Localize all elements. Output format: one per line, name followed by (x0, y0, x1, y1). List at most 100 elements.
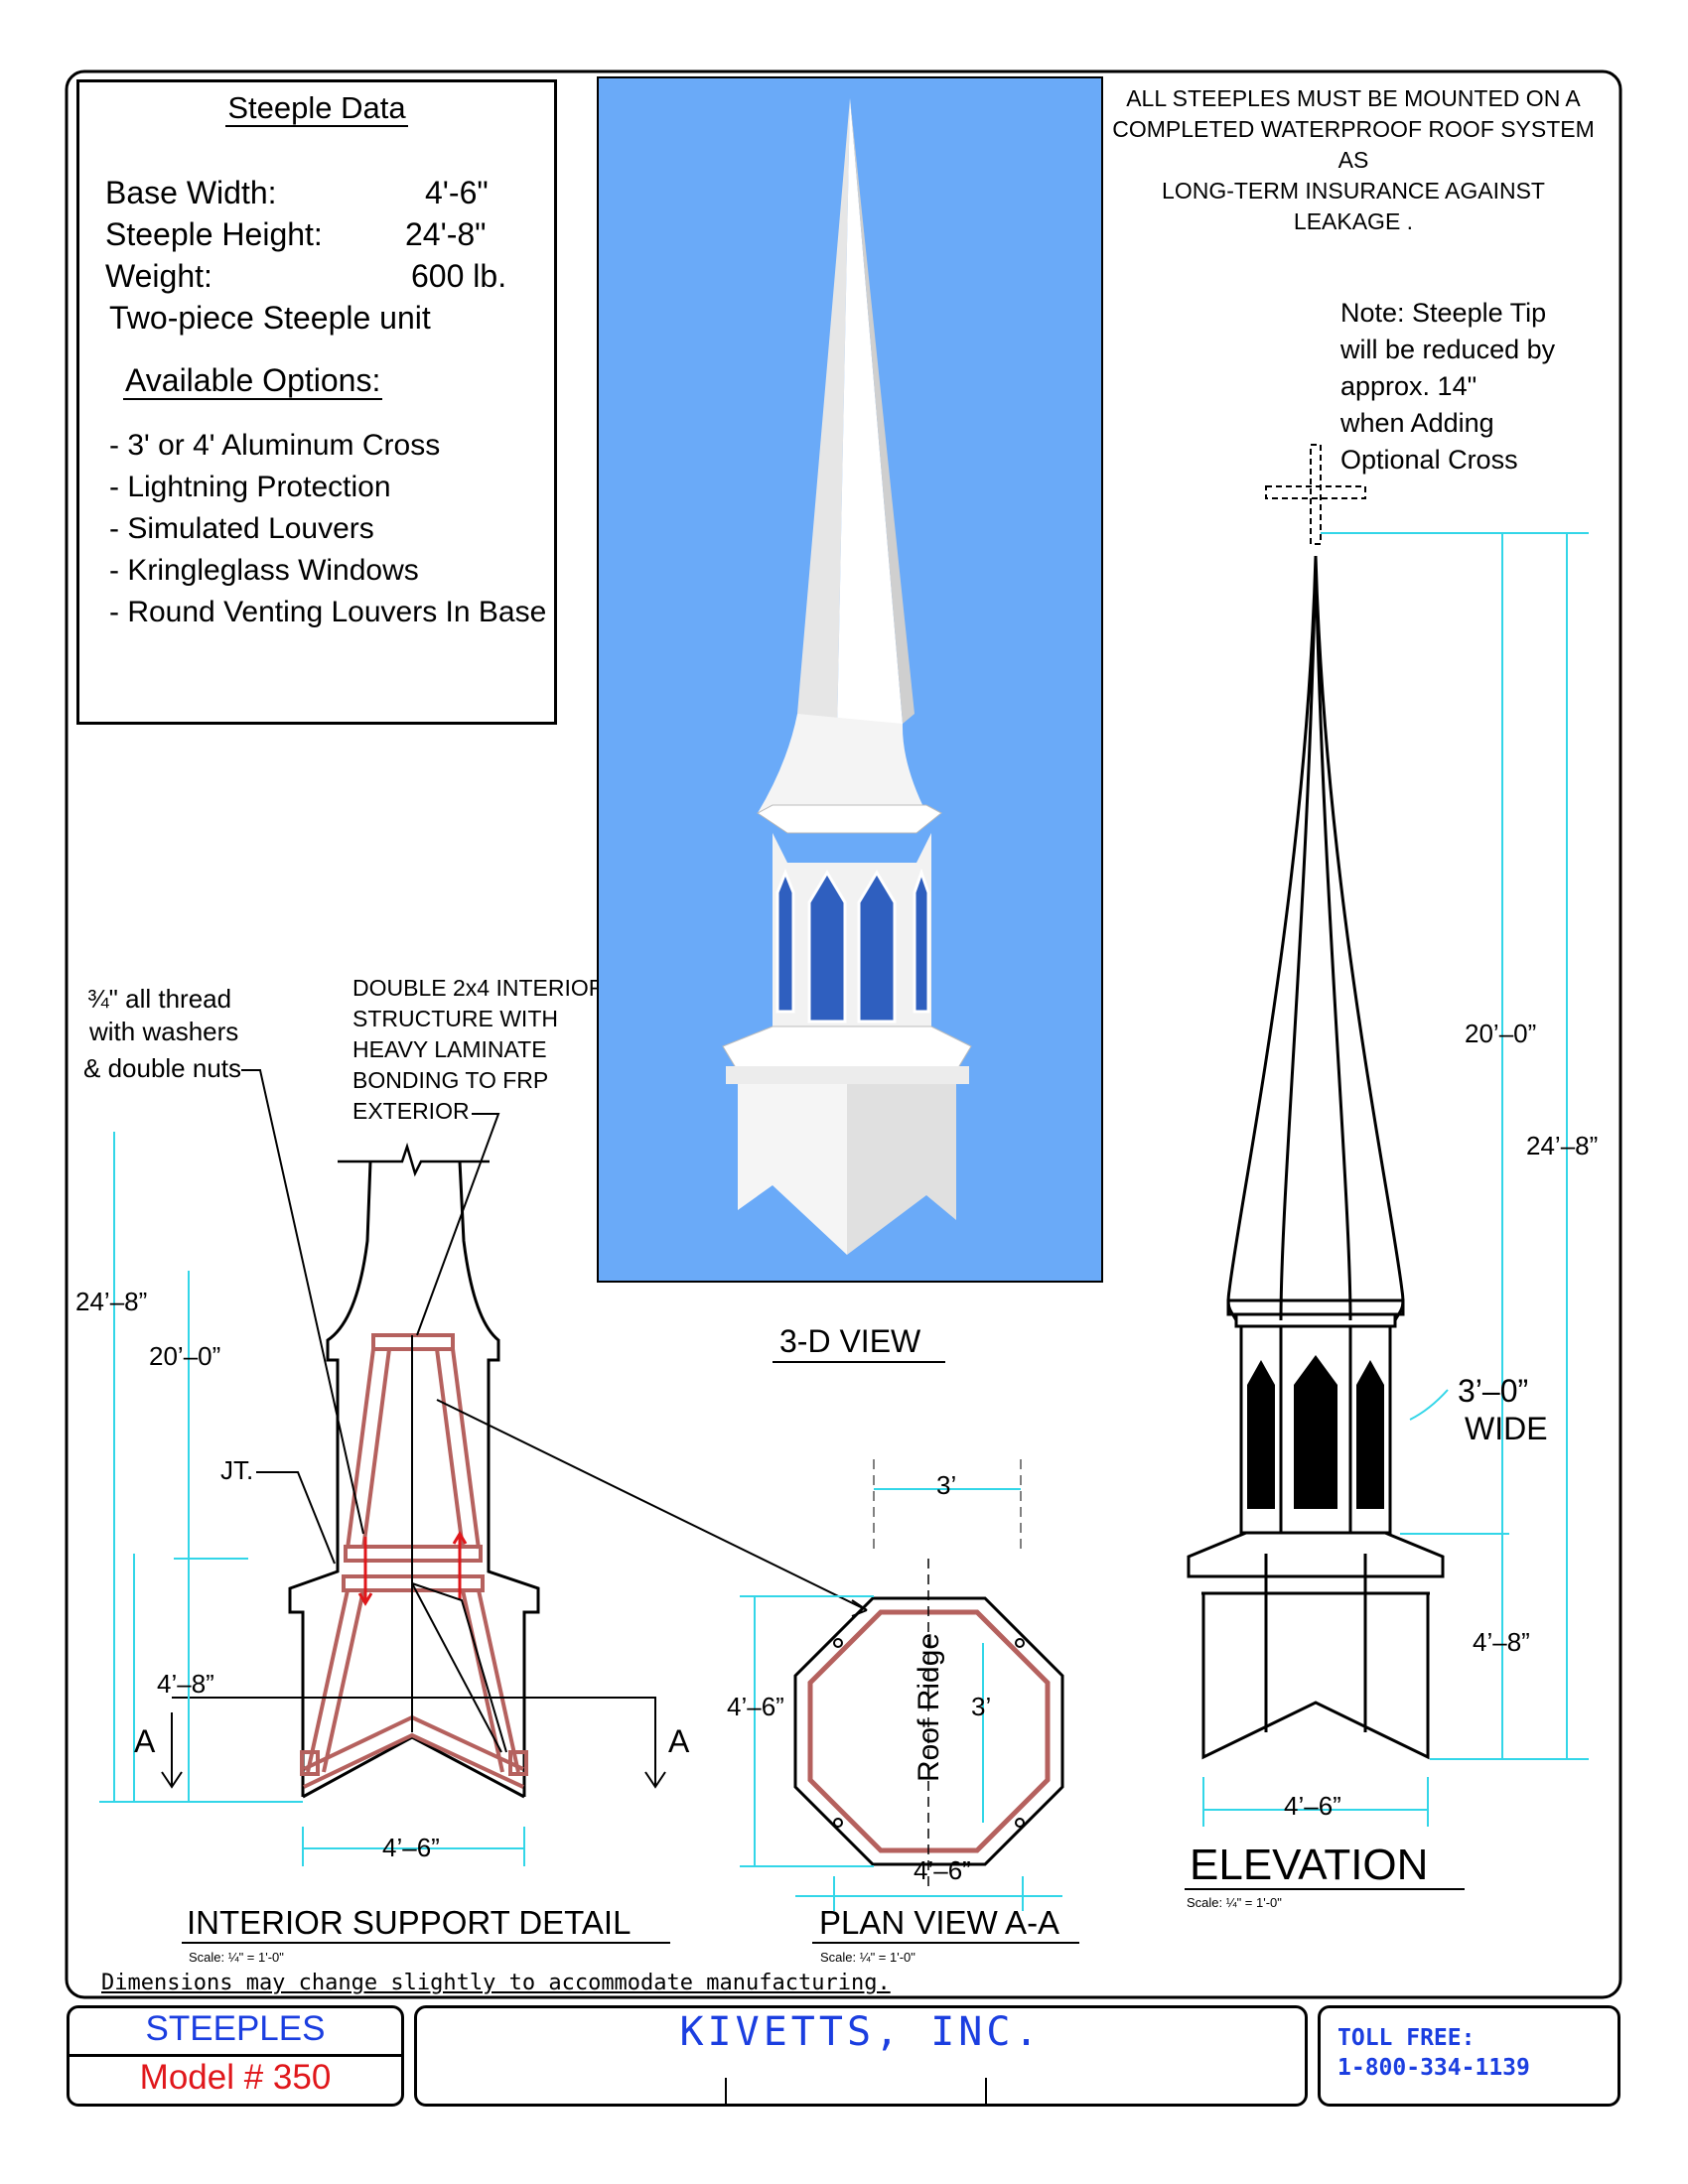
thread-callout-3: & double nuts (83, 1053, 241, 1083)
steeple-3d-illustration (722, 98, 972, 1255)
spec-weight: Weight: 600 lb. (105, 255, 542, 297)
option-item: - Simulated Louvers (109, 512, 374, 545)
tip-note-line-1: Note: Steeple Tip (1340, 298, 1547, 328)
roof-note-line-3: LONG-TERM INSURANCE AGAINST LEAKAGE . (1162, 178, 1545, 234)
elevation-title: ELEVATION (1190, 1841, 1428, 1889)
thread-callout-1: ¾" all thread (87, 984, 231, 1014)
category-label: STEEPLES (145, 2009, 326, 2048)
plan-dimensions (740, 1459, 1062, 1911)
elevation-view (1187, 444, 1589, 1827)
elev-dim-width: 4’–6” (1284, 1791, 1341, 1821)
belfry-body (773, 833, 931, 1046)
option-item: - Kringleglass Windows (109, 554, 419, 587)
tip-note-line-5: Optional Cross (1340, 445, 1518, 475)
plan-leader (436, 1399, 868, 1611)
structure-callout-2: STRUCTURE WITH (352, 1006, 558, 1031)
elev-dim-wide-1: 3’–0” (1458, 1373, 1528, 1409)
elevation-belfry (1187, 1298, 1445, 1595)
option-item: - Round Venting Louvers In Base (109, 596, 547, 628)
spec-label: Weight: (105, 258, 212, 294)
interior-dimensions (99, 1132, 525, 1866)
phone-number[interactable]: 1-800-334-1139 (1337, 2055, 1530, 2081)
elevation-base (1201, 1554, 1430, 1760)
spec-label: Base Width: (105, 175, 277, 210)
section-a-right: A (668, 1723, 690, 1759)
roof-note-line-2: COMPLETED WATERPROOF ROOF SYSTEM AS (1112, 116, 1595, 173)
elev-dim-upper: 20’–0” (1465, 1019, 1536, 1048)
tip-note-line-3: approx. 14" (1340, 371, 1477, 401)
elevation-dimensions (1202, 532, 1589, 1827)
spire-flare (758, 714, 926, 813)
structure-callout-3: HEAVY LAMINATE (352, 1036, 547, 1062)
footer-contact-box (1318, 2005, 1620, 2107)
elev-dim-wide-2: WIDE (1465, 1411, 1548, 1446)
interior-dim-upper: 20’–0” (149, 1341, 220, 1371)
section-a-left: A (134, 1723, 156, 1759)
company-name: KIVETTS, INC. (679, 2009, 1043, 2055)
option-item: - Lightning Protection (109, 471, 391, 503)
jt-leader (256, 1471, 336, 1565)
elev-dim-base: 4’–8” (1473, 1627, 1530, 1657)
base-right (847, 1084, 956, 1255)
spire-right (837, 98, 903, 734)
lower-cornice (722, 1025, 972, 1072)
interior-structure-lines (411, 1335, 507, 1753)
spec-steeple-height: Steeple Height: 24'-8" (105, 213, 542, 255)
spire-far (850, 98, 914, 724)
upper-cornice (757, 804, 942, 834)
tip-note-line-2: will be reduced by (1340, 335, 1556, 364)
plan-octagon-frame (807, 1609, 1051, 1853)
plan-dim-top: 3’ (936, 1470, 956, 1500)
thread-callout-2: with washers (88, 1017, 238, 1046)
inner-frame (300, 1333, 528, 1789)
section-line (161, 1697, 666, 1789)
plan-title: PLAN VIEW A-A (819, 1904, 1059, 1941)
spire-left (797, 98, 850, 734)
interior-scale: Scale: ¼" = 1'-0" (189, 1950, 284, 1965)
plan-dim-inner: 3’ (971, 1692, 991, 1721)
drawing-border (65, 69, 1622, 1999)
disclaimer: Dimensions may change slightly to accomm… (101, 1971, 891, 1995)
footer-model-divider (67, 2054, 404, 2057)
steeple-data-box: Steeple Data Base Width: 4'-6" Steeple H… (76, 79, 557, 725)
plan-dim-bottom: 4’–6” (914, 1855, 971, 1885)
belfry-windows (775, 868, 930, 1024)
spec-value: 600 lb. (411, 258, 507, 294)
option-item: - 3' or 4' Aluminum Cross (109, 429, 441, 462)
spec-label: Steeple Height: (105, 216, 323, 252)
lower-cornice-band (726, 1066, 969, 1084)
elevation-windows (1247, 1355, 1384, 1509)
interior-title: INTERIOR SUPPORT DETAIL (187, 1904, 631, 1941)
steeple-data-title: Steeple Data (225, 90, 408, 127)
interior-dim-width: 4’–6” (382, 1833, 440, 1862)
structure-leader (416, 1113, 500, 1336)
all-thread-rods (357, 1531, 468, 1606)
plan-view (740, 1459, 1064, 1911)
view-3d-panel (597, 76, 1103, 1283)
spec-value: 4'-6" (425, 175, 489, 210)
footer-company-box (414, 2005, 1308, 2107)
plan-dim-side: 4’–6” (727, 1692, 784, 1721)
roof-ridge-label: Roof Ridge (913, 1633, 945, 1782)
steeple-tip-note: Note: Steeple Tip will be reduced by app… (1340, 295, 1555, 478)
options-title: Available Options: (123, 362, 383, 400)
interior-dim-base: 4’–8” (157, 1669, 214, 1699)
structure-callout-4: BONDING TO FRP (352, 1067, 548, 1093)
jt-label: JT. (220, 1455, 253, 1485)
structure-callout-5: EXTERIOR (352, 1098, 470, 1124)
spec-base-width: Base Width: 4'-6" (105, 172, 542, 213)
tip-note-line-4: when Adding (1340, 408, 1494, 438)
plan-scale: Scale: ¼" = 1'-0" (820, 1950, 915, 1965)
break-line (338, 1142, 490, 1177)
optional-cross (1265, 444, 1366, 545)
toll-free-label: TOLL FREE: (1337, 2025, 1476, 2051)
model-label: Model # 350 (139, 2058, 332, 2097)
view3d-title: 3-D VIEW (779, 1323, 921, 1359)
plan-bolts (833, 1638, 1025, 1828)
structure-callout-1: DOUBLE 2x4 INTERIOR (352, 975, 605, 1001)
roof-note-line-1: ALL STEEPLES MUST BE MOUNTED ON A (1126, 85, 1581, 111)
base-left (738, 1084, 847, 1255)
unit-note: Two-piece Steeple unit (109, 300, 431, 336)
thread-leader (241, 1069, 364, 1535)
